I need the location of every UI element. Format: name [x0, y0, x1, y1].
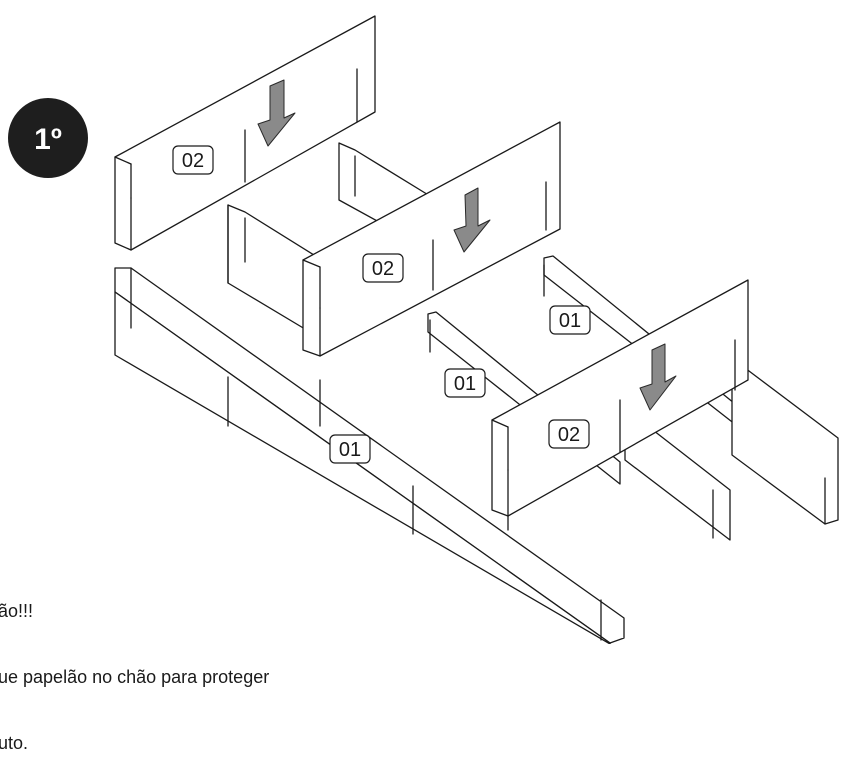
- down-arrow-icon: [639, 343, 677, 411]
- svg-text:02: 02: [558, 424, 580, 446]
- tag-top-panel: 02: [172, 145, 214, 175]
- step-badge: 1º: [8, 98, 88, 178]
- panel-02-top: [114, 15, 376, 251]
- note-line: uto.: [0, 733, 29, 753]
- assembly-diagram: 02 02 01 01 02 01 1º: [8, 15, 839, 644]
- panel-short-right-back: [731, 364, 839, 525]
- svg-text:1º: 1º: [34, 123, 62, 156]
- warning-note: ão!!! ue papelão no chão para proteger u…: [0, 556, 269, 776]
- svg-text:01: 01: [339, 439, 361, 461]
- svg-text:02: 02: [182, 150, 204, 172]
- note-line: ão!!!: [0, 601, 34, 621]
- panel-02-middle: [302, 121, 561, 357]
- tag-middle-panel: 02: [362, 253, 404, 283]
- tag-back-right-long: 01: [549, 305, 591, 335]
- svg-text:01: 01: [559, 310, 581, 332]
- down-arrow-icon: [257, 79, 296, 147]
- svg-text:01: 01: [454, 373, 476, 395]
- svg-text:02: 02: [372, 258, 394, 280]
- panel-02-front: [491, 279, 749, 517]
- tag-front-long: 01: [329, 434, 371, 464]
- note-line: ue papelão no chão para proteger: [0, 667, 270, 687]
- tag-front-panel: 02: [548, 419, 590, 449]
- tag-center-long: 01: [444, 368, 486, 398]
- down-arrow-icon: [453, 187, 491, 253]
